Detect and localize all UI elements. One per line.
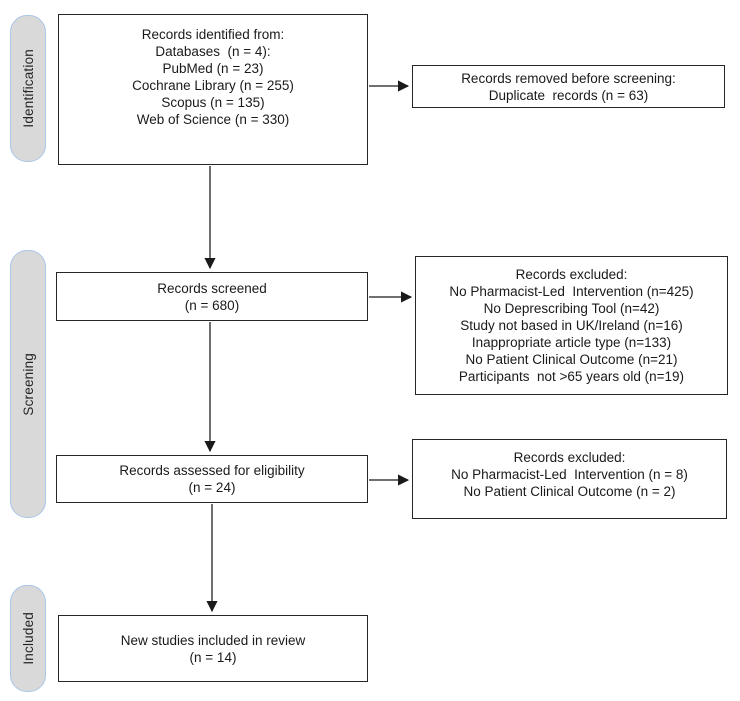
box-line: (n = 680) — [184, 297, 240, 313]
stage-included: Included — [10, 585, 46, 692]
box-line: Scopus (n = 135) — [161, 95, 265, 110]
box-line: New studies included in review — [120, 632, 306, 648]
box-line: No Pharmacist-Led Intervention (n=425) — [449, 284, 694, 299]
box-line: (n = 24) — [188, 480, 236, 495]
studies-included-box: New studies included in review (n = 14) — [58, 615, 368, 682]
box-line: Duplicate records (n = 63) — [488, 87, 649, 103]
box-line: Participants not >65 years old (n=19) — [458, 369, 685, 384]
stage-included-label: Included — [20, 612, 36, 665]
stage-identification: Identification — [10, 15, 46, 162]
stage-screening: Screening — [10, 250, 46, 518]
box-line: PubMed (n = 23) — [162, 61, 264, 76]
box-line: No Patient Clinical Outcome (n = 2) — [463, 484, 676, 499]
box-line: No Pharmacist-Led Intervention (n = 8) — [451, 467, 688, 482]
box-line: Study not based in UK/Ireland (n=16) — [460, 318, 683, 333]
stage-identification-label: Identification — [20, 49, 36, 128]
box-line: No Patient Clinical Outcome (n=21) — [465, 352, 678, 367]
box-line: Records excluded: — [513, 450, 626, 465]
stage-screening-label: Screening — [20, 352, 36, 416]
records-screened-box: Records screened (n = 680) — [56, 272, 368, 321]
records-assessed-box: Records assessed for eligibility (n = 24… — [56, 455, 368, 503]
box-line: Inappropriate article type (n=133) — [471, 335, 672, 350]
records-excluded-screening-box: Records excluded: No Pharmacist-Led Inte… — [415, 256, 728, 395]
box-line: Records excluded: — [515, 267, 628, 282]
box-line: Records screened — [157, 280, 267, 296]
box-line: (n = 14) — [189, 649, 237, 665]
records-removed-box: Records removed before screening: Duplic… — [412, 65, 725, 108]
box-line: Records identified from: — [141, 27, 285, 42]
box-line: Databases (n = 4): — [155, 44, 271, 59]
box-line: Records assessed for eligibility — [119, 463, 305, 478]
records-identified-box: Records identified from: Databases (n = … — [58, 14, 368, 165]
box-line: Cochrane Library (n = 255) — [132, 78, 294, 93]
box-line: Records removed before screening: — [461, 70, 676, 86]
records-excluded-eligibility-box: Records excluded: No Pharmacist-Led Inte… — [412, 439, 727, 519]
box-line: Web of Science (n = 330) — [136, 112, 290, 127]
box-line: No Deprescribing Tool (n=42) — [483, 301, 660, 316]
